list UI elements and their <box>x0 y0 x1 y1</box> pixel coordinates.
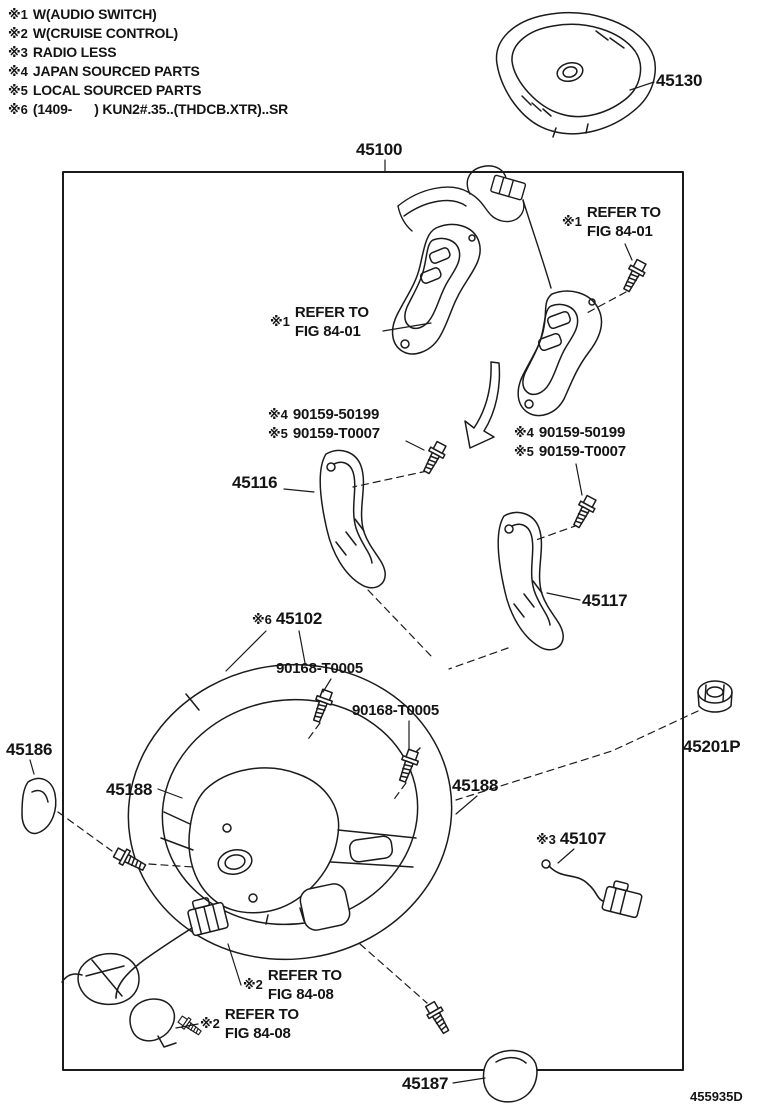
assembly-boundary-box <box>62 171 684 1071</box>
cover-45187-drawing <box>482 1049 538 1103</box>
part-label-45188-right: 45188 <box>452 776 499 795</box>
legend-marker: ※6 <box>8 102 28 117</box>
part-label-45102: ※6 45102 <box>252 609 322 629</box>
legend-text: JAPAN SOURCED PARTS <box>32 63 200 79</box>
screw-icon <box>618 257 650 295</box>
part-number: 45107 <box>559 829 607 848</box>
ref-line-2: FIG 84-01 <box>586 223 653 240</box>
fastener-labels-right: ※4 90159-50199 ※5 90159-T0007 <box>514 423 626 461</box>
ref-marker: ※1 <box>562 214 582 229</box>
legend-text: W(AUDIO SWITCH) <box>32 6 157 22</box>
ref-line-2: FIG 84-08 <box>267 986 334 1003</box>
screw-icon <box>422 999 454 1037</box>
harness-drawing <box>397 165 552 289</box>
part-label-45100: 45100 <box>356 140 403 159</box>
switch-assembly-right-drawing <box>517 290 603 417</box>
legend-marker: ※3 <box>8 45 28 60</box>
ref-marker: ※2 <box>243 977 263 992</box>
part-marker: ※3 <box>536 832 556 847</box>
fastener-row: ※4 90159-50199 <box>268 405 380 424</box>
cover-45116-drawing <box>319 449 386 589</box>
ref-line-1: REFER TO <box>224 1006 299 1023</box>
steering-wheel-drawing <box>127 663 453 961</box>
wire-45107-drawing <box>541 859 643 919</box>
nut-drawing <box>697 680 733 713</box>
legend-text: RADIO LESS <box>32 44 117 60</box>
part-number: 45102 <box>275 609 323 628</box>
ref-line-2: FIG 84-08 <box>224 1025 291 1042</box>
screw-icon <box>418 439 450 477</box>
part-label-45117: 45117 <box>582 591 628 610</box>
legend-text: (1409- ) KUN2#.35..(THDCB.XTR)..SR <box>32 101 289 117</box>
legend-text: W(CRUISE CONTROL) <box>32 25 179 41</box>
part-label-45187: 45187 <box>402 1074 449 1093</box>
part-label-45107: ※3 45107 <box>536 829 606 849</box>
ref-fig-84-01-top: ※1 REFER TO FIG 84-01 <box>562 203 661 241</box>
diagram-code: 455935D <box>690 1089 743 1104</box>
part-label-45116: 45116 <box>232 473 278 492</box>
fastener-number: 90159-50199 <box>538 424 626 441</box>
legend-line: ※3 RADIO LESS <box>8 44 117 61</box>
legend-marker: ※4 <box>8 64 28 79</box>
screw-icon <box>568 493 600 531</box>
down-arrow <box>464 361 501 449</box>
ref-fig-84-01-mid: ※1 REFER TO FIG 84-01 <box>270 303 369 341</box>
fastener-row: ※4 90159-50199 <box>514 423 626 442</box>
leader-lines <box>29 81 655 1084</box>
screw-icon <box>111 844 149 876</box>
legend-text: LOCAL SOURCED PARTS <box>32 82 202 98</box>
part-label-45186: 45186 <box>6 740 53 759</box>
part-label-90168-t0005-a: 90168-T0005 <box>276 660 364 677</box>
ref-marker: ※2 <box>200 1016 220 1031</box>
ref-line-2: FIG 84-01 <box>294 323 361 340</box>
fastener-row: ※5 90159-T0007 <box>514 442 626 461</box>
spiral-cable-drawing <box>61 897 229 1048</box>
fastener-number: 90159-T0007 <box>292 425 380 442</box>
ref-marker: ※1 <box>270 314 290 329</box>
legend-line: ※1 W(AUDIO SWITCH) <box>8 6 157 23</box>
fastener-labels-left: ※4 90159-50199 ※5 90159-T0007 <box>268 405 380 443</box>
fastener-row: ※5 90159-T0007 <box>268 424 380 443</box>
ref-line-1: REFER TO <box>586 204 661 221</box>
fastener-marker: ※4 <box>268 407 288 422</box>
legend-line: ※6 (1409- ) KUN2#.35..(THDCB.XTR)..SR <box>8 101 288 118</box>
legend-line: ※2 W(CRUISE CONTROL) <box>8 25 178 42</box>
ref-line-1: REFER TO <box>267 967 342 984</box>
ref-fig-84-08-lower: ※2 REFER TO FIG 84-08 <box>200 1005 299 1043</box>
screw-icon <box>308 687 336 725</box>
fastener-marker: ※4 <box>514 425 534 440</box>
legend-marker: ※5 <box>8 83 28 98</box>
horn-pad-drawing <box>495 12 656 138</box>
part-label-45188-left: 45188 <box>106 780 153 799</box>
fastener-marker: ※5 <box>268 426 288 441</box>
fastener-marker: ※5 <box>514 444 534 459</box>
ref-line-1: REFER TO <box>294 304 369 321</box>
fastener-number: 90159-T0007 <box>538 443 626 460</box>
legend-marker: ※1 <box>8 7 28 22</box>
switch-assembly-left-drawing <box>391 223 481 355</box>
screw-icon <box>394 747 422 785</box>
legend-line: ※4 JAPAN SOURCED PARTS <box>8 63 200 80</box>
part-label-90168-t0005-b: 90168-T0005 <box>352 702 440 719</box>
fastener-number: 90159-50199 <box>292 406 380 423</box>
legend-marker: ※2 <box>8 26 28 41</box>
part-marker: ※6 <box>252 612 272 627</box>
ref-fig-84-08-upper: ※2 REFER TO FIG 84-08 <box>243 966 342 1004</box>
part-label-45130: 45130 <box>656 71 703 90</box>
clip-45186-drawing <box>21 777 57 835</box>
cover-45117-drawing <box>497 511 564 651</box>
part-label-45201p: 45201P <box>683 737 741 756</box>
legend-line: ※5 LOCAL SOURCED PARTS <box>8 82 201 99</box>
